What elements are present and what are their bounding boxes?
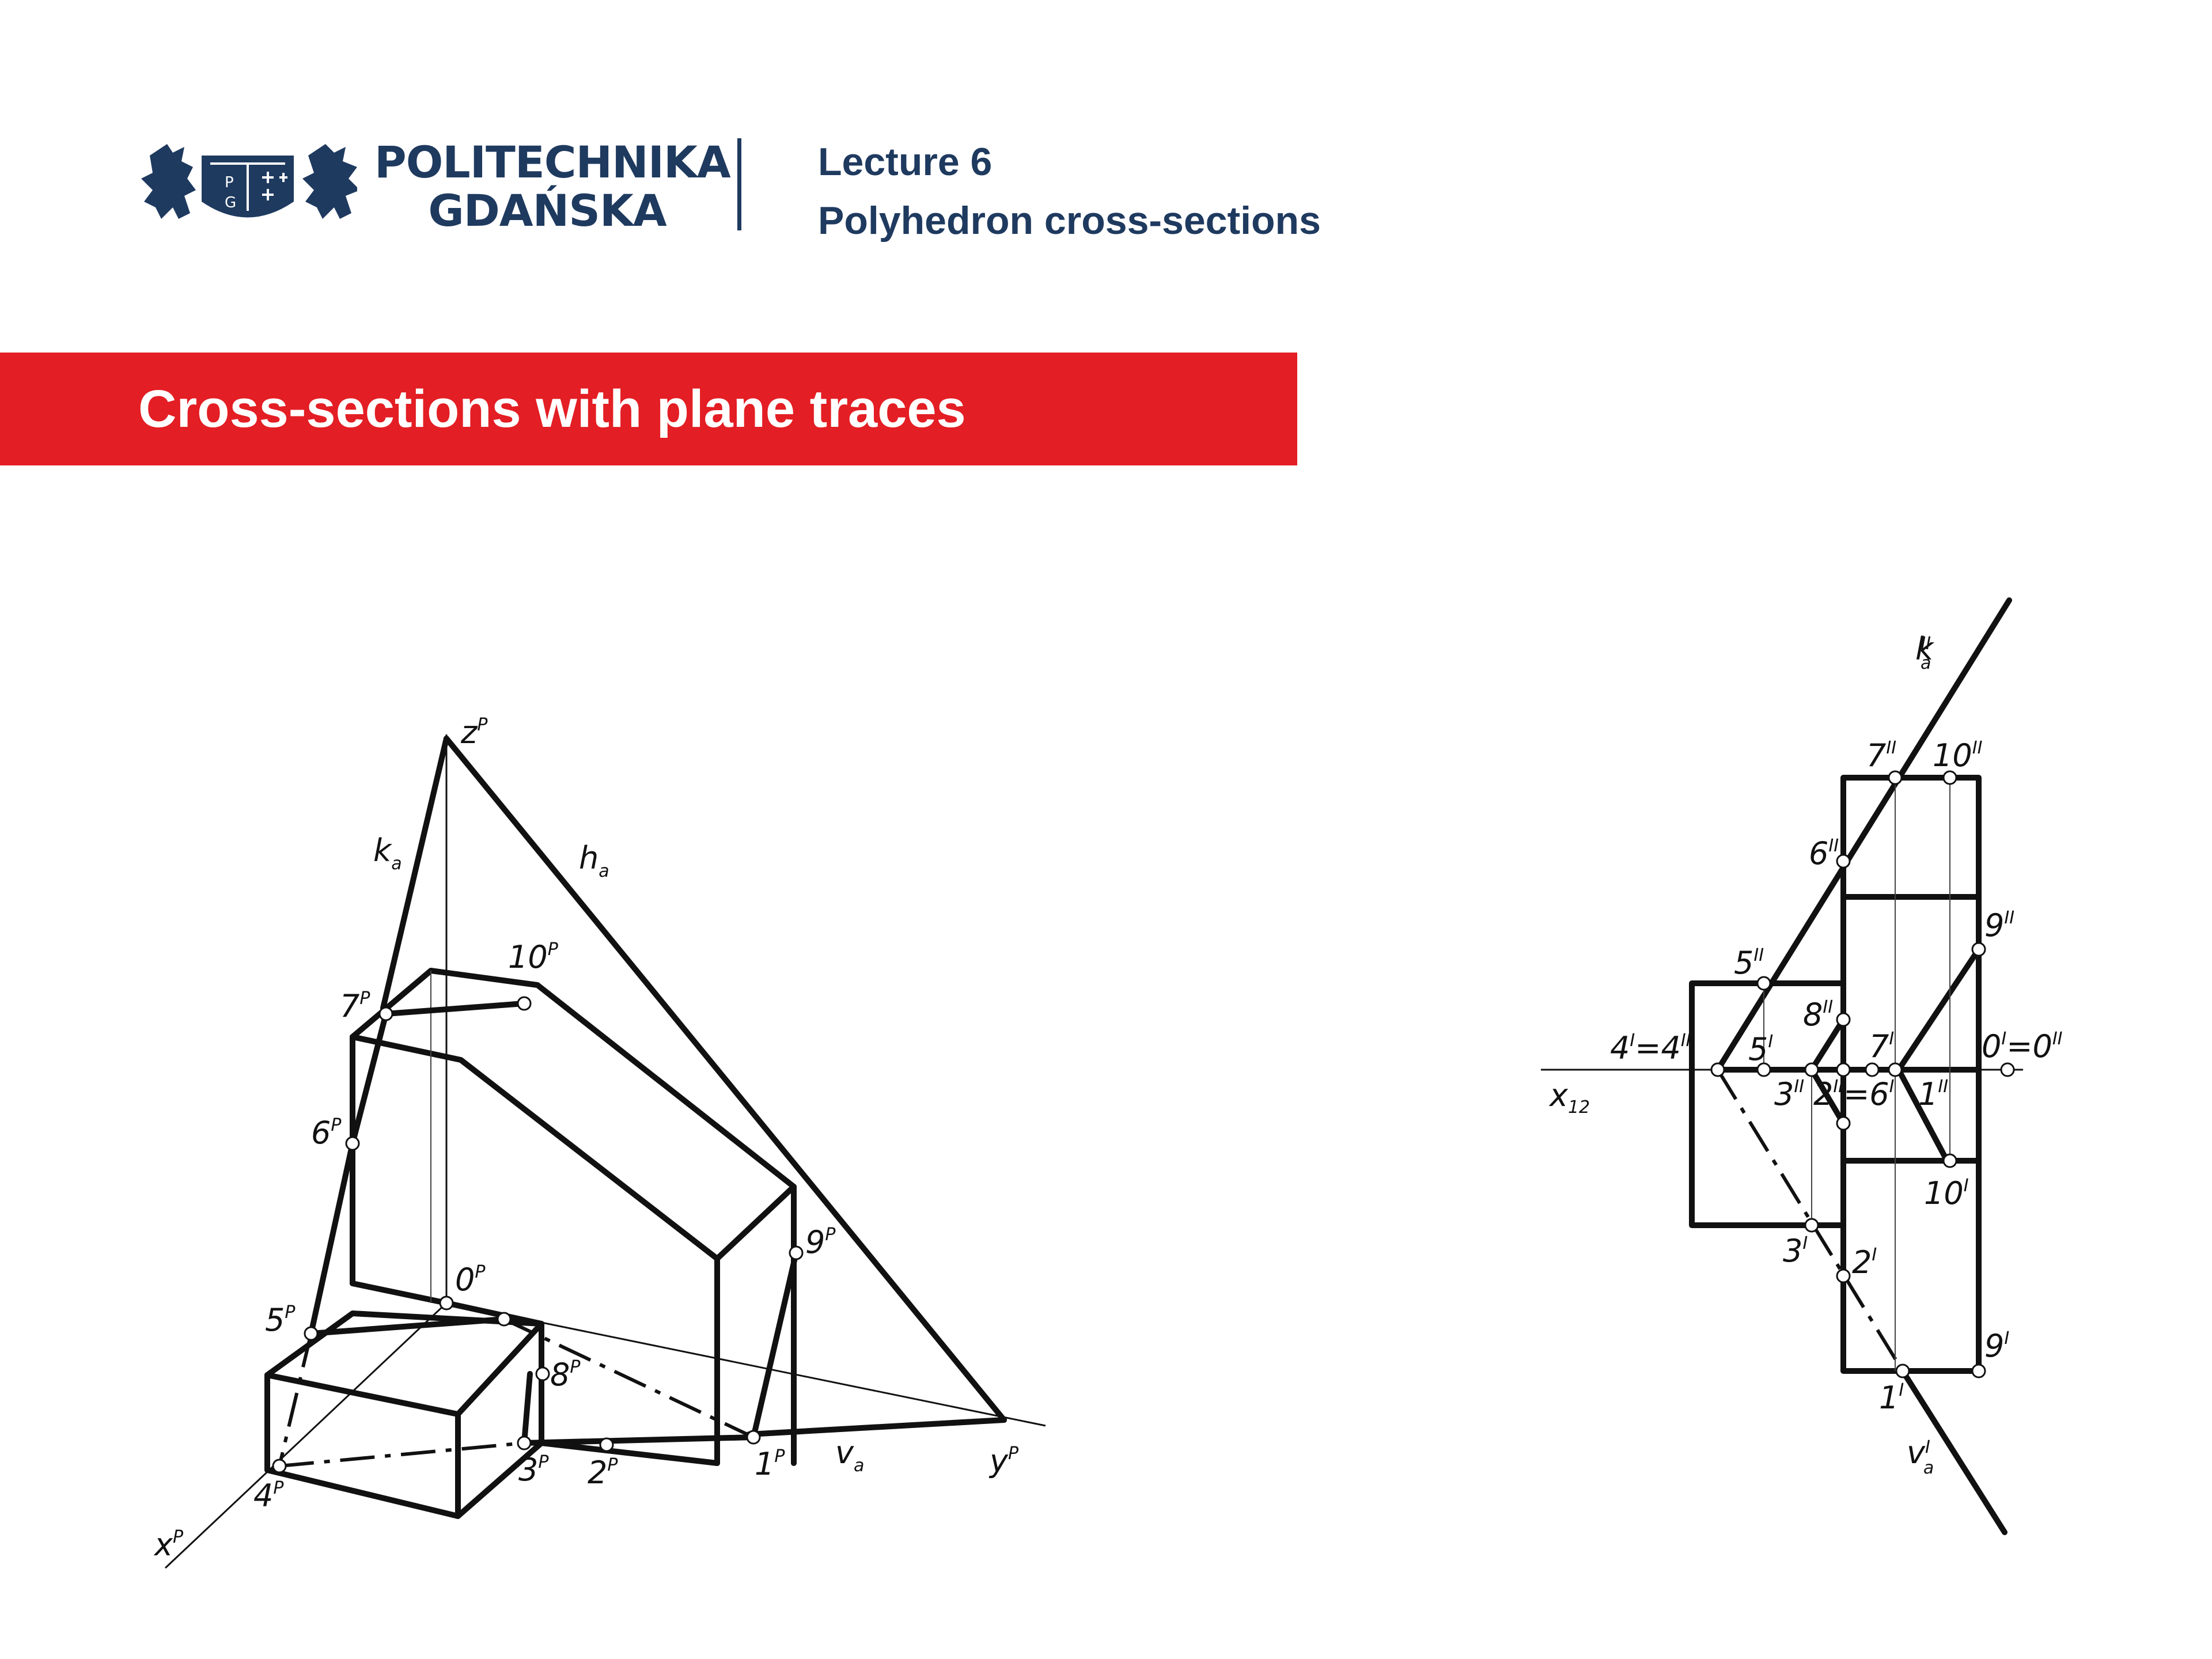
point-7p [378,1006,393,1021]
label-0p: 0P [455,1262,486,1298]
lecture-number: Lecture 6 [818,140,993,184]
frontal-projection [1689,775,1982,1073]
slide-title: Cross-sections with plane traces [138,380,966,438]
point-10p [517,996,532,1011]
label-k: ka [373,832,402,874]
label-10-1: 10I [1924,1175,1969,1211]
label-6-2: 6II [1809,835,1839,872]
page-header: P G POLITECHNIKA GDAŃSKA Lecture 6 Polyh… [0,0,2212,323]
label-8p: 8P [550,1357,581,1393]
label-7p: 7P [340,988,370,1024]
label-9-1: 9I [1984,1328,2009,1364]
x-axis [164,1302,448,1569]
label-5-1: 5I [1748,1031,1773,1067]
header-divider [737,138,741,230]
label-h: ha [579,840,609,881]
label-5-2: 5II [1734,945,1764,981]
y-axis [446,1302,1046,1427]
title-banner: Cross-sections with plane traces [0,353,1297,465]
label-7-2: 7II [1866,737,1896,774]
trace-v1-dashed [1716,1069,1904,1372]
label-4p: 4P [253,1478,284,1514]
point-3p [517,1435,532,1450]
point-2p [599,1437,614,1452]
point-0 [2000,1062,2015,1077]
university-name: POLITECHNIKA GDAŃSKA [374,137,731,236]
university-name-line2: GDAŃSKA [428,185,666,236]
trace-k2 [1715,597,2012,1073]
university-name-line1: POLITECHNIKA [374,137,731,188]
label-6p: 6P [311,1115,342,1151]
label-10-2: 10II [1933,737,1983,774]
label-y: yP [988,1443,1019,1479]
trace-v1-solid [1900,1368,2008,1535]
shield-letter-p: P [225,174,234,191]
label-x12: x12 [1548,1077,1590,1118]
label-4: 4I=4II [1610,1030,1691,1066]
label-3-2: 3II [1774,1076,1804,1112]
point-5p [304,1326,319,1341]
point-5-2 [1756,976,1771,991]
point-8-2 [1836,1012,1851,1027]
lecture-info: Lecture 6 Polyhedron cross-sections [818,132,1321,250]
point-8p [535,1366,550,1381]
label-2-1: 2I [1852,1244,1877,1281]
shield-letter-g: G [225,194,236,211]
label-9p: 9P [805,1224,836,1260]
point-10-2 [1942,770,1957,785]
point-8-1 [1836,1116,1851,1131]
point-3-1 [1804,1218,1819,1233]
lecture-topic: Polyhedron cross-sections [818,199,1321,243]
university-logo: P G POLITECHNIKA GDAŃSKA [138,132,731,242]
point-6-2 [1836,854,1851,869]
point-4p [272,1459,287,1474]
point-4 [1710,1062,1725,1077]
point-10-1 [1942,1153,1957,1168]
point-1-2 [1865,1062,1880,1077]
label-7-1: 7I [1869,1028,1894,1065]
trace-v-solid [746,1417,1007,1437]
trace-k [380,736,449,1011]
point-extra [497,1312,512,1327]
label-2-6: 2II=6I [1813,1076,1895,1112]
section-polygon [278,1001,799,1468]
trace-h [444,736,1007,1423]
label-8-2: 8II [1803,997,1833,1033]
point-1-1 [1895,1363,1910,1378]
point-5-1 [1756,1062,1771,1077]
label-1-2: 1II [1918,1076,1948,1112]
label-5p: 5P [265,1302,296,1338]
point-2-1 [1836,1268,1851,1283]
label-2p: 2P [588,1455,618,1491]
point-0p [439,1296,454,1310]
label-1-1: 1I [1879,1380,1904,1416]
point-9p [789,1245,804,1260]
label-z: zP [460,714,488,751]
point-6p [345,1136,360,1151]
point-7-2 [1888,770,1903,785]
point-7-1 [1888,1062,1903,1077]
point-1p [746,1430,761,1445]
label-10p: 10P [508,939,559,975]
axonometric-view: zP xP yP ka ha va 0P 1P 2P 3P 4P 5P 6P 7… [153,714,1046,1569]
griffin-crest-icon: P G [141,144,360,219]
point-3-2 [1804,1062,1819,1077]
point-9-1 [1971,1363,1986,1378]
label-x: xP [153,1527,184,1563]
label-9-2: 9II [1984,907,2014,944]
label-v: va [835,1434,864,1476]
label-0: 0I=0II [1982,1028,2063,1065]
point-9-2 [1971,942,1986,957]
tall-block [350,968,797,1466]
label-3p: 3P [518,1452,549,1488]
label-3-1: 3I [1783,1233,1808,1269]
label-1p: 1P [755,1446,785,1482]
point-2-6 [1836,1062,1851,1077]
